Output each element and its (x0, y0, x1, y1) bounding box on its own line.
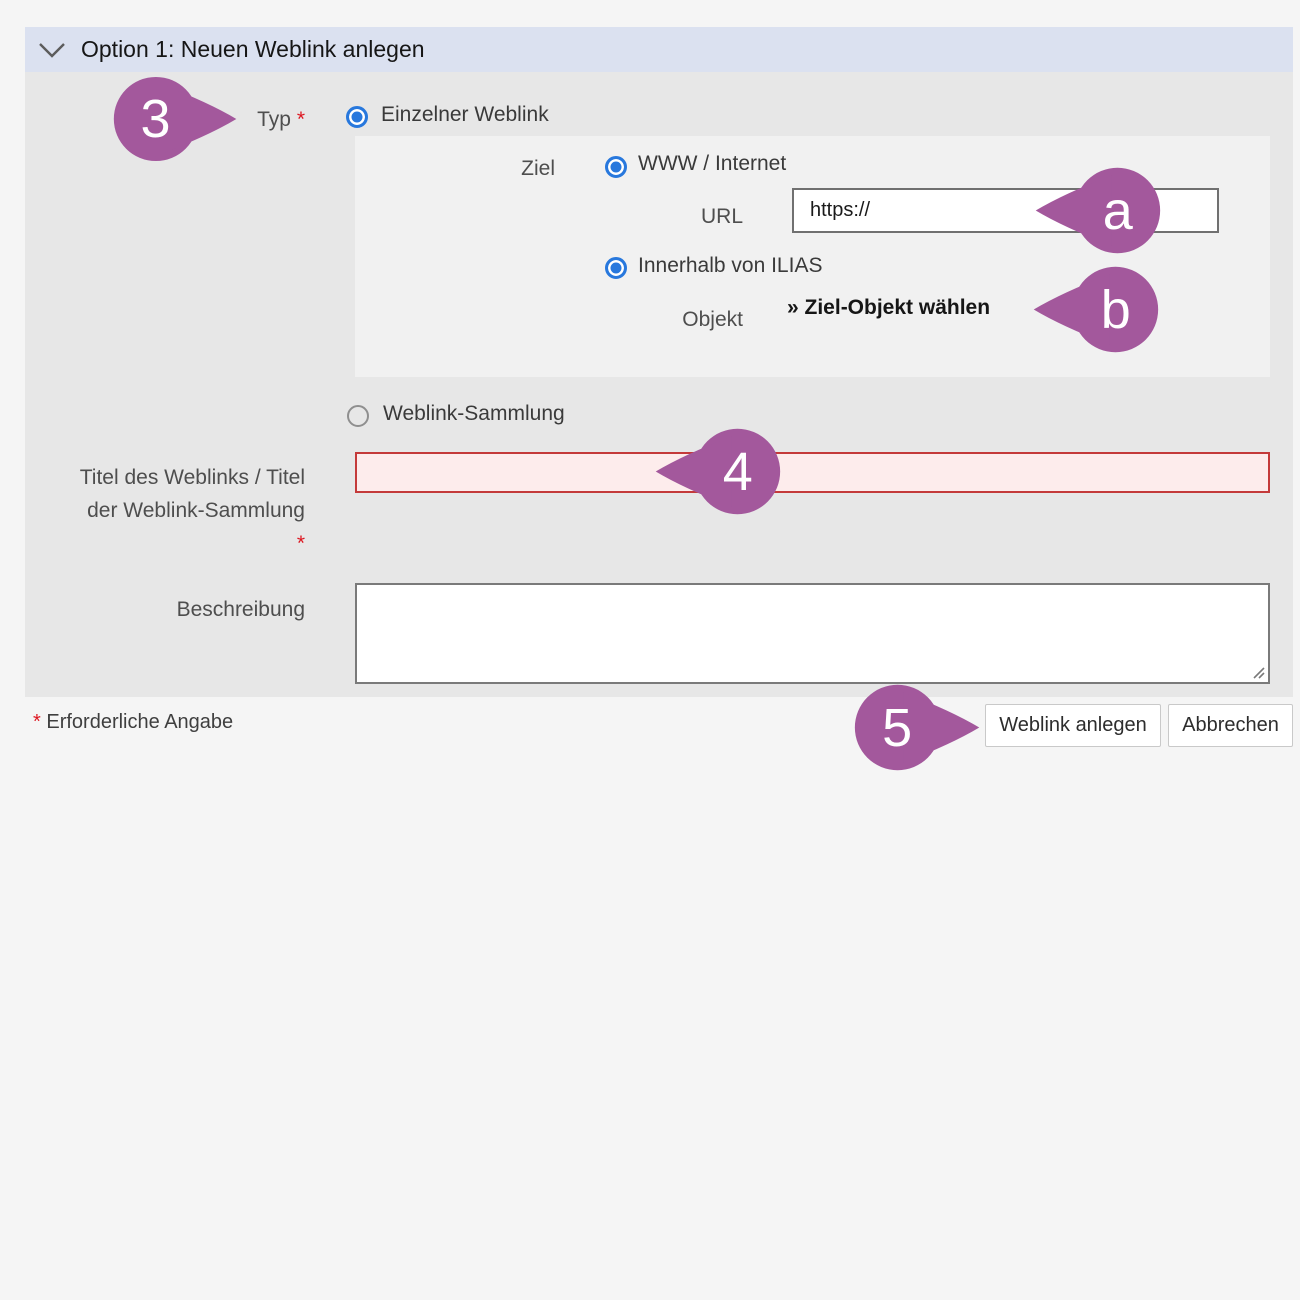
target-label: Ziel (521, 157, 555, 180)
accordion-title: Option 1: Neuen Weblink anlegen (81, 36, 425, 62)
required-asterisk: * (33, 711, 41, 733)
type-label: Typ * (257, 108, 305, 131)
description-textarea[interactable] (355, 583, 1270, 684)
create-weblink-button[interactable]: Weblink anlegen (985, 704, 1161, 747)
radio-www-internet-label[interactable]: WWW / Internet (638, 152, 787, 175)
required-asterisk: * (296, 532, 305, 555)
radio-within-ilias-label[interactable]: Innerhalb von ILIAS (638, 254, 823, 277)
radio-single-weblink[interactable] (346, 106, 368, 128)
radio-single-weblink-label[interactable]: Einzelner Weblink (381, 103, 549, 126)
url-input[interactable] (792, 188, 1219, 233)
object-label: Objekt (682, 308, 743, 331)
description-label: Beschreibung (176, 598, 305, 621)
required-note: * Erforderliche Angabe (33, 711, 234, 733)
title-field-label: Titel des Weblinks / Titel der Weblink-S… (79, 466, 305, 555)
choose-target-object-link[interactable]: » Ziel-Objekt wählen (787, 296, 991, 319)
accordion-header-option1[interactable]: Option 1: Neuen Weblink anlegen (25, 27, 1293, 72)
required-asterisk: * (296, 108, 305, 131)
radio-www-internet[interactable] (605, 156, 627, 178)
url-label: URL (700, 205, 743, 228)
radio-within-ilias[interactable] (605, 257, 627, 279)
title-input[interactable] (355, 452, 1270, 493)
chevron-down-icon (39, 42, 65, 58)
cancel-button[interactable]: Abbrechen (1168, 704, 1293, 747)
radio-weblink-collection[interactable] (347, 405, 369, 427)
radio-weblink-collection-label[interactable]: Weblink-Sammlung (383, 402, 565, 425)
